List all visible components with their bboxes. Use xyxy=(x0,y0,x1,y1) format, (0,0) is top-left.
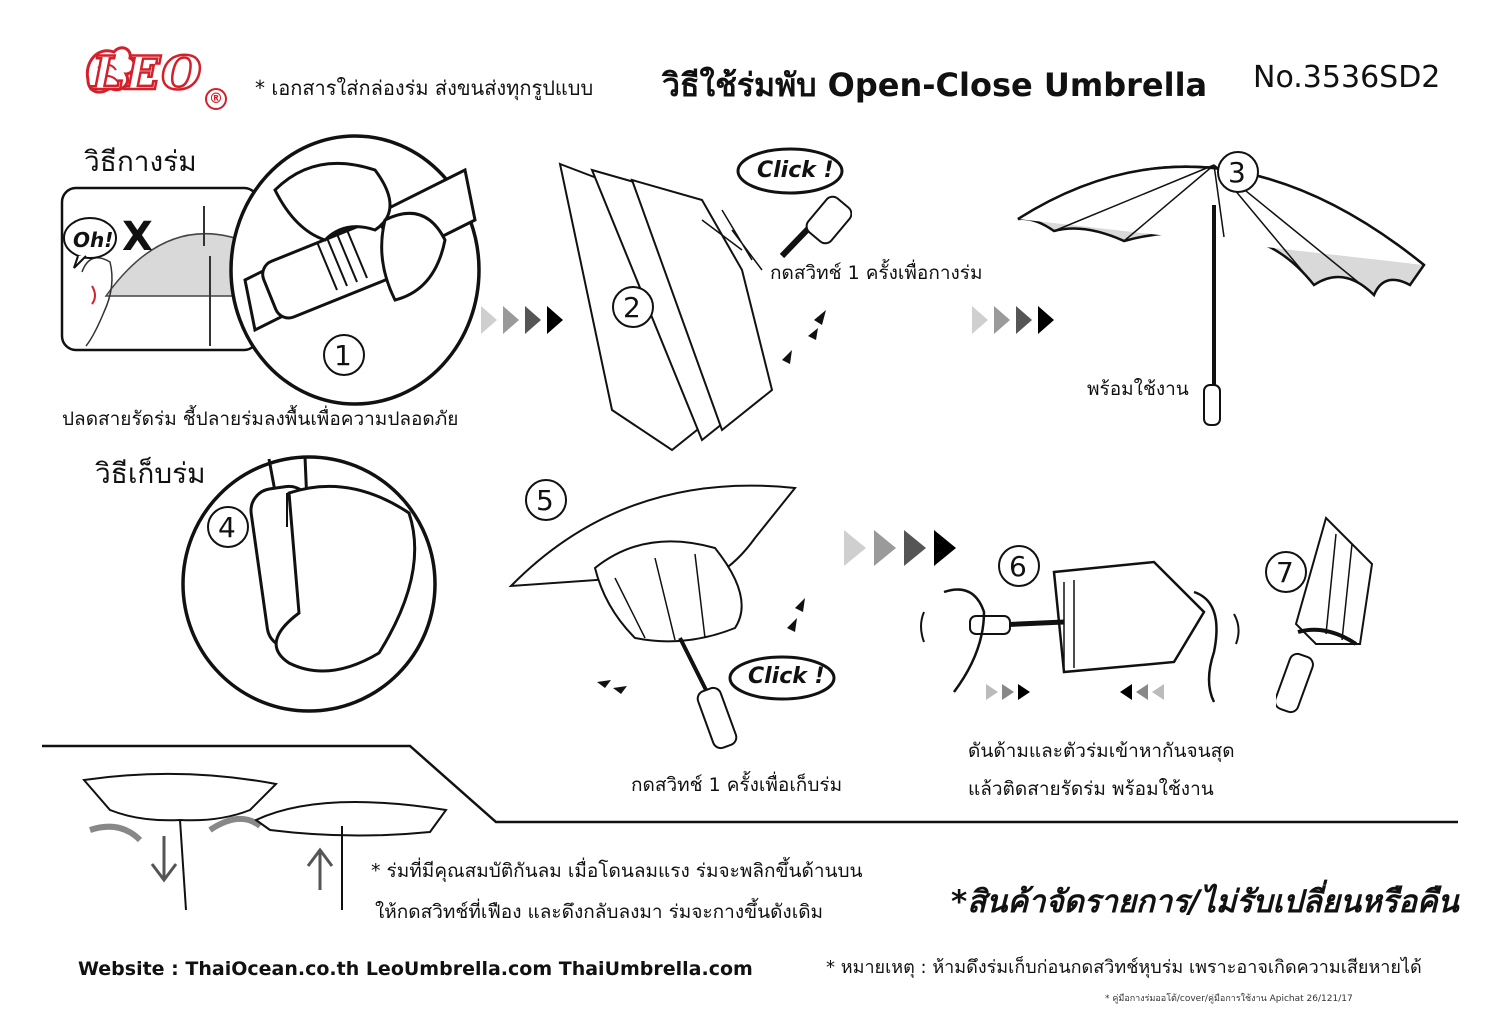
step6-illustration xyxy=(914,552,1254,732)
header-note: * เอกสารใส่กล่องร่ม ส่งขนส่งทุกรูปแบบ xyxy=(255,76,594,100)
click-text-open: Click ! xyxy=(757,158,834,183)
no-return-notice: *สินค้าจัดรายการ/ไม่รับเปลี่ยนหรือคืน xyxy=(951,884,1459,920)
close-heading: วิธีเก็บร่ม xyxy=(95,457,206,490)
warning-panel xyxy=(60,186,260,352)
click-text-close: Click ! xyxy=(748,664,825,689)
step3-illustration xyxy=(1014,135,1434,435)
step7-illustration xyxy=(1274,514,1386,714)
step-number-4: 4 xyxy=(218,511,236,544)
model-number: No.3536SD2 xyxy=(1253,60,1441,95)
wind-note-2: ให้กดสวิทช์ที่เฟือง และดึงกลับลงมา ร่มจะ… xyxy=(375,901,824,923)
step2-caption: กดสวิทช์ 1 ครั้งเพื่อกางร่ม xyxy=(770,262,983,284)
website-line: Website : ThaiOcean.co.th LeoUmbrella.co… xyxy=(78,958,753,980)
click-bubble-open xyxy=(736,146,844,196)
step5-caption: กดสวิทช์ 1 ครั้งเพื่อเก็บร่ม xyxy=(631,774,843,796)
wind-note-1: * ร่มที่มีคุณสมบัติกันลม เมื่อโดนลมแรง ร… xyxy=(371,860,863,882)
step-number-6: 6 xyxy=(1009,550,1027,583)
arrow-group-3 xyxy=(844,530,964,566)
arrow-group-1 xyxy=(481,306,571,334)
safety-caption: ปลดสายรัดร่ม ชี้ปลายร่มลงพื้นเพื่อความปล… xyxy=(62,408,459,430)
step3-caption: พร้อมใช้งาน xyxy=(1087,378,1189,400)
wind-illustration xyxy=(80,770,460,940)
leo-logo xyxy=(80,40,240,118)
step6-caption-1: ดันด้ามและตัวร่มเข้าหากันจนสุด xyxy=(968,740,1235,762)
step5-illustration xyxy=(505,468,825,768)
arrow-group-2 xyxy=(972,306,1062,334)
warning-x: X xyxy=(122,214,153,260)
footer-small-print: * คู่มือกางร่มออโต้/cover/คู่มือการใช้งา… xyxy=(1105,994,1353,1004)
step1-illustration xyxy=(225,130,485,410)
open-heading: วิธีกางร่ม xyxy=(84,145,197,178)
step-number-7: 7 xyxy=(1276,556,1294,589)
step-number-3: 3 xyxy=(1228,156,1246,189)
click-bubble-close xyxy=(727,654,837,702)
page-title: วิธีใช้ร่มพับ Open-Close Umbrella xyxy=(662,66,1208,104)
step-number-5: 5 xyxy=(536,484,554,517)
step-number-2: 2 xyxy=(623,291,641,324)
footer-remark: * หมายเหตุ : ห้ามดึงร่มเก็บก่อนกดสวิทช์ห… xyxy=(826,957,1422,978)
step-number-1: 1 xyxy=(334,339,352,372)
step6-caption-2: แล้วติดสายรัดร่ม พร้อมใช้งาน xyxy=(968,778,1214,800)
registered-mark: ® xyxy=(205,88,227,110)
oh-bubble-text: Oh! xyxy=(73,228,114,252)
logo-wordmark: LEO xyxy=(91,45,203,102)
